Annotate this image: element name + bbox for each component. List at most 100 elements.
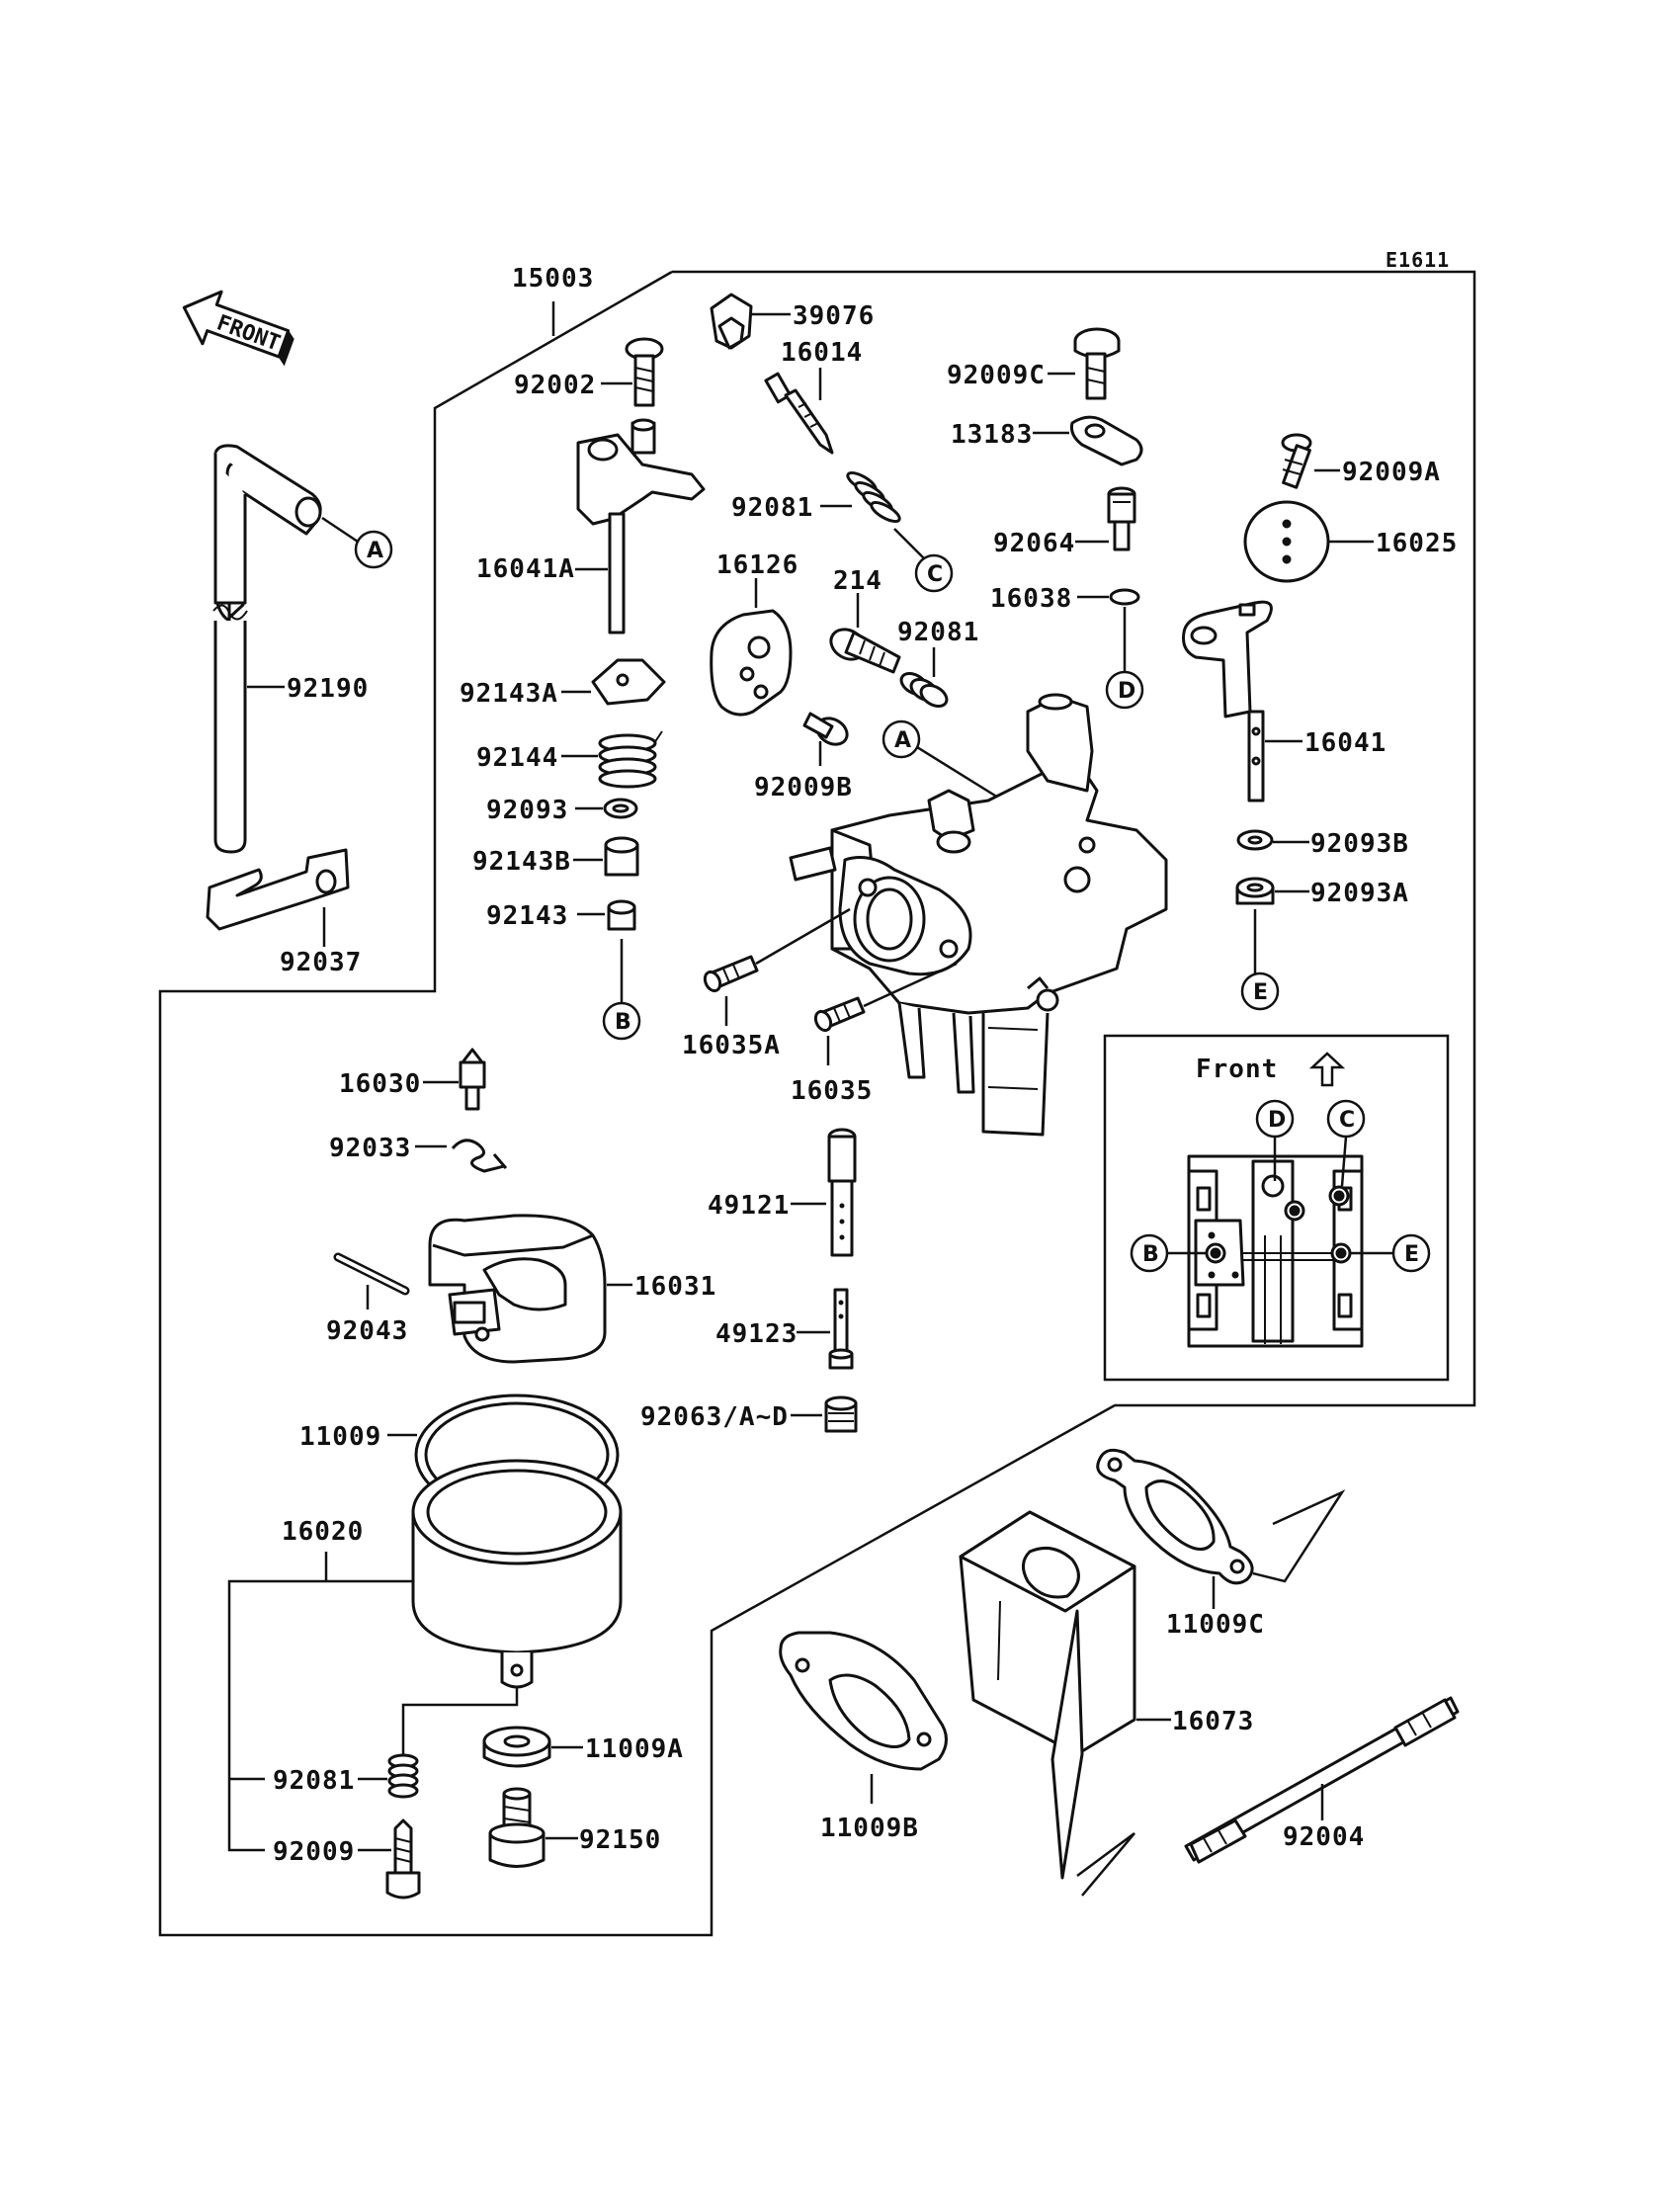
inset-title: Front xyxy=(1196,1055,1278,1084)
label-49123: 49123 xyxy=(715,1319,798,1349)
label-16031: 16031 xyxy=(634,1272,716,1302)
plate-16126 xyxy=(710,609,793,717)
inset-callout-e xyxy=(1391,1233,1431,1273)
label-92002: 92002 xyxy=(514,371,596,400)
float-16031 xyxy=(428,1214,607,1364)
inset-callout-d xyxy=(1255,1099,1295,1139)
screw-92009 xyxy=(385,1818,421,1900)
svg-text:B: B xyxy=(1142,1242,1159,1267)
disc-16025 xyxy=(1243,500,1330,583)
hose-clip xyxy=(206,848,350,931)
screw-16035 xyxy=(813,996,866,1033)
label-92093B: 92093B xyxy=(1310,829,1409,859)
label-92004: 92004 xyxy=(1283,1822,1365,1852)
float-bowl-16020 xyxy=(411,1459,623,1689)
gasket-11009c xyxy=(1096,1448,1254,1585)
inset-carburetor-view xyxy=(1187,1154,1364,1348)
clip-92033 xyxy=(451,1139,508,1173)
insulator-16073 xyxy=(959,1510,1136,1880)
label-16030: 16030 xyxy=(339,1069,421,1099)
plate-13183 xyxy=(1070,415,1143,466)
label-92009: 92009 xyxy=(273,1837,355,1867)
label-92150: 92150 xyxy=(579,1825,661,1855)
inset-callout-b xyxy=(1130,1233,1169,1273)
label-92190: 92190 xyxy=(287,674,369,704)
label-92081-upper: 92081 xyxy=(731,493,813,523)
label-92063: 92063/A~D xyxy=(640,1402,789,1432)
label-39076: 39076 xyxy=(793,301,875,331)
needle-92064 xyxy=(1107,486,1136,551)
svg-text:E: E xyxy=(1404,1242,1419,1267)
choke-lever-16041 xyxy=(1182,600,1273,803)
callout-c-spring xyxy=(914,553,954,593)
label-92143: 92143 xyxy=(486,901,568,931)
label-92009C: 92009C xyxy=(947,361,1046,390)
pilot-screw-16014 xyxy=(764,372,834,455)
fuel-hose xyxy=(212,444,322,854)
label-92143A: 92143A xyxy=(460,679,558,709)
label-16025: 16025 xyxy=(1376,529,1458,558)
label-92143B: 92143B xyxy=(472,847,571,877)
label-92093A: 92093A xyxy=(1310,879,1409,908)
label-11009C: 11009C xyxy=(1166,1610,1265,1640)
label-92144: 92144 xyxy=(476,743,558,773)
label-16035: 16035 xyxy=(791,1076,873,1106)
label-92093: 92093 xyxy=(486,796,568,825)
callout-a-hose xyxy=(354,530,393,569)
label-92009B: 92009B xyxy=(754,773,853,803)
label-16014: 16014 xyxy=(781,338,863,368)
spring-92144 xyxy=(598,730,663,789)
label-92081-mid: 92081 xyxy=(897,618,979,647)
assembly-frame xyxy=(158,270,1476,1937)
screw-92009c xyxy=(1073,327,1121,400)
label-92037: 92037 xyxy=(280,948,362,977)
label-92043: 92043 xyxy=(326,1316,408,1346)
diagram-id: E1611 xyxy=(1386,248,1450,272)
valve-16030 xyxy=(459,1048,486,1111)
spring-92081-mid xyxy=(899,672,949,708)
label-16073: 16073 xyxy=(1172,1707,1254,1736)
gasket-11009b xyxy=(779,1631,948,1771)
label-11009A: 11009A xyxy=(585,1734,684,1764)
label-16020: 16020 xyxy=(282,1517,364,1547)
label-92009A: 92009A xyxy=(1342,458,1441,487)
screw-92009b xyxy=(802,712,849,746)
label-92081-bottom: 92081 xyxy=(273,1766,355,1796)
label-16035A: 16035A xyxy=(682,1031,781,1060)
carburetor-body xyxy=(789,693,1168,1137)
label-49121: 49121 xyxy=(708,1191,790,1221)
bushing-92143 xyxy=(607,899,636,931)
callout-d-oring xyxy=(1105,670,1144,710)
svg-text:B: B xyxy=(615,1010,631,1035)
svg-text:C: C xyxy=(927,562,943,587)
label-11009B: 11009B xyxy=(820,1814,919,1843)
bolt-92150 xyxy=(488,1787,546,1868)
callout-b-bushing xyxy=(602,1001,641,1041)
label-16041: 16041 xyxy=(1304,728,1386,758)
svg-text:A: A xyxy=(894,728,911,753)
label-16126: 16126 xyxy=(716,550,798,580)
label-214: 214 xyxy=(833,566,882,596)
label-11009: 11009 xyxy=(299,1422,381,1452)
main-jet-92063 xyxy=(824,1395,858,1433)
label-13183: 13183 xyxy=(951,420,1033,450)
label-15003: 15003 xyxy=(512,264,594,294)
screw-92009a xyxy=(1281,433,1312,489)
pin-92043 xyxy=(333,1252,410,1296)
washer-11009a xyxy=(482,1726,551,1768)
svg-text:D: D xyxy=(1268,1108,1286,1133)
cap-39076 xyxy=(710,293,753,350)
screw-214 xyxy=(829,628,901,674)
spring-92081-upper xyxy=(846,470,901,524)
svg-text:E: E xyxy=(1253,980,1268,1005)
inset-frame xyxy=(1103,1034,1450,1382)
screw-16035a xyxy=(703,955,759,993)
spring-92081-bottom xyxy=(387,1753,419,1799)
emulsion-tube-49121 xyxy=(827,1128,857,1257)
inset-callout-c xyxy=(1326,1099,1366,1139)
washer-92093a xyxy=(1235,877,1275,905)
screw-92002 xyxy=(625,337,664,407)
label-16041A: 16041A xyxy=(476,554,575,584)
svg-text:A: A xyxy=(367,539,383,563)
svg-text:C: C xyxy=(1339,1108,1355,1133)
